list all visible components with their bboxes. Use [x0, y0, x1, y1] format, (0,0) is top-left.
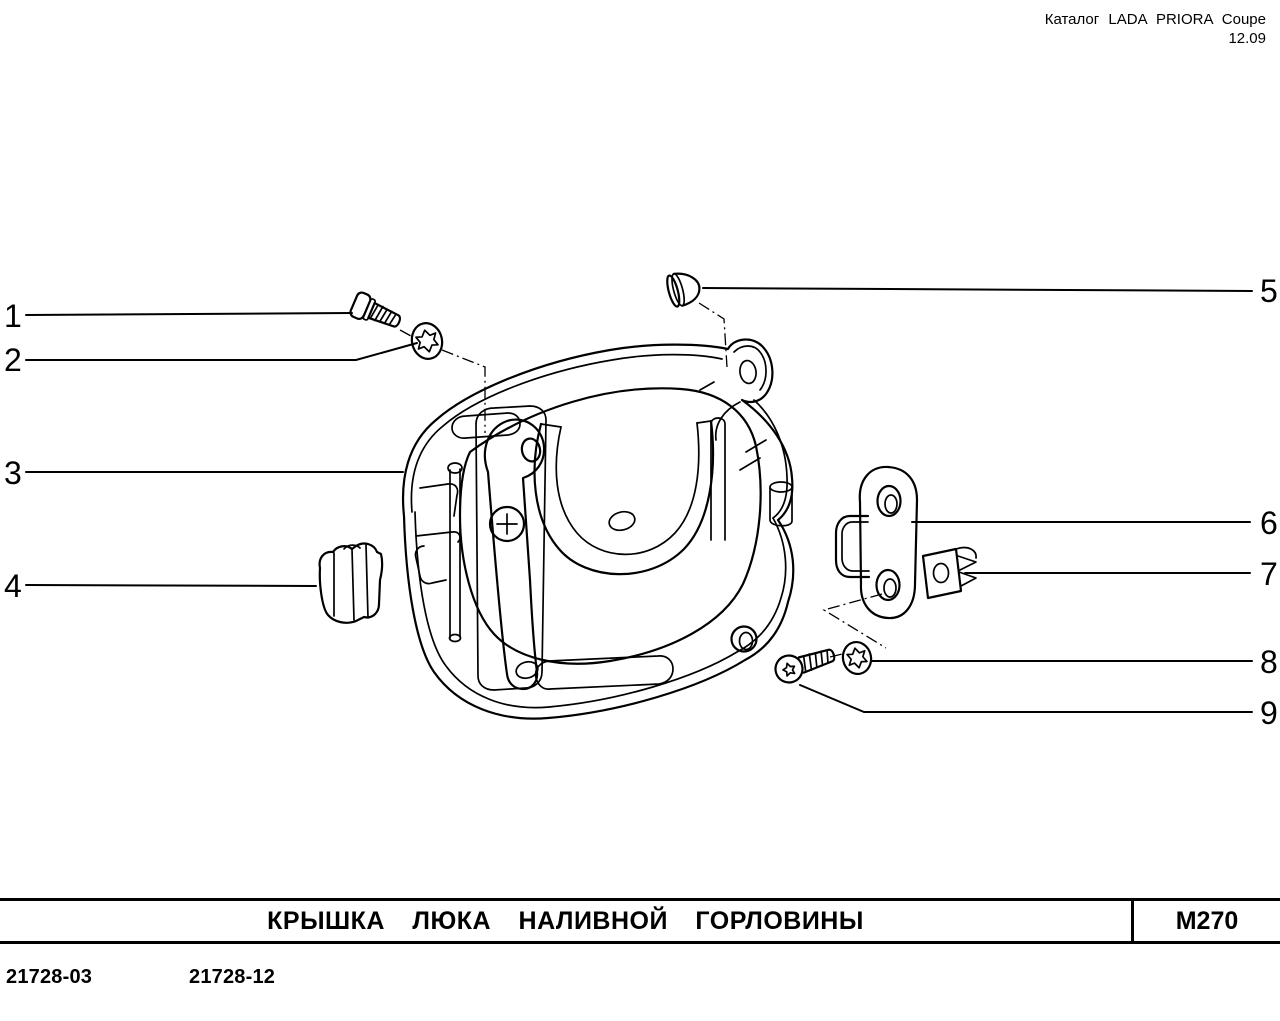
latch-bracket-part-6: [834, 465, 919, 620]
assembly-axis-lines: [399, 302, 887, 658]
section-code: M270: [1175, 907, 1239, 935]
screw-part-1: [349, 291, 402, 328]
leader-line-5: [702, 287, 1253, 292]
clip-nut-part-7: [921, 546, 977, 600]
leader-line-2: [25, 342, 418, 361]
callout-8: 8: [1260, 644, 1278, 680]
model-part-number-1: 21728-03: [6, 966, 93, 988]
callout-5: 5: [1260, 273, 1278, 309]
leader-line-9: [799, 684, 1253, 713]
catalog-title-line: Каталог LADA PRIORA Coupe: [1044, 11, 1266, 28]
page-title: КРЫШКА ЛЮКА НАЛИВНОЙ ГОРЛОВИНЫ: [267, 907, 864, 935]
callout-numbers: 1 2 3 4 5 6 7 8 9: [4, 273, 1278, 731]
catalog-header: Каталог LADA PRIORA Coupe 12.09: [1045, 10, 1266, 48]
callout-4: 4: [4, 568, 22, 604]
lock-washer-part-2: [410, 322, 444, 360]
callout-2: 2: [4, 342, 22, 378]
leader-line-4: [25, 584, 317, 587]
callout-9: 9: [1260, 695, 1278, 731]
fuel-filler-flap-drawing: [401, 338, 795, 720]
callout-6: 6: [1260, 505, 1278, 541]
callout-3: 3: [4, 455, 22, 491]
screw-part-9: [774, 648, 836, 684]
leader-line-1: [25, 312, 353, 316]
callout-1: 1: [4, 298, 22, 334]
lock-washer-part-8: [841, 640, 873, 676]
title-block-bottom-rule: [0, 941, 1280, 944]
spring-clip-part-4: [318, 542, 384, 624]
callout-7: 7: [1260, 556, 1278, 592]
model-part-number-2: 21728-12: [189, 966, 276, 988]
buffer-cap-part-5: [666, 272, 701, 308]
title-block-top-rule: [0, 898, 1280, 901]
leader-lines: [25, 287, 1253, 713]
catalog-edition-line: 12.09: [1228, 30, 1266, 47]
title-block-divider: [1131, 898, 1134, 944]
